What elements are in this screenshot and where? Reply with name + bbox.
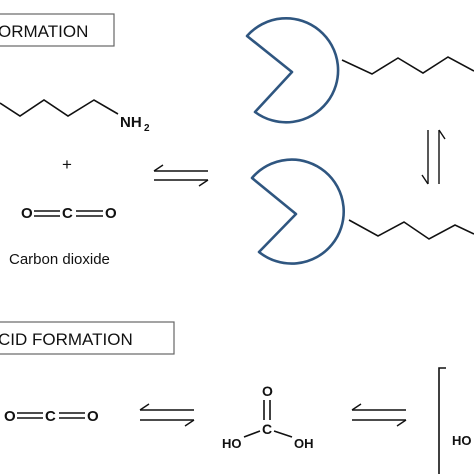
carbonic-acid-c: C [262,421,272,437]
section-header-bottom-title: CID FORMATION [0,330,133,349]
sorbent-pacman-bottom-icon [250,158,474,265]
co2-bottom-c: C [45,408,56,425]
section-header-bottom: CID FORMATION [0,321,175,355]
carbonic-acid: O C HO OH [222,383,314,451]
co2-top-c: C [62,205,73,222]
amine-molecule: NH 2 [0,99,150,134]
vertical-equilibrium-arrows-icon [421,129,446,185]
sorbent-pacman-top-icon [245,17,474,124]
co2-top-caption: Carbon dioxide [9,251,110,268]
partial-ho-label: HO [452,433,472,448]
section-header-top-title: ORMATION [0,22,88,41]
co2-bottom: O C O [4,408,99,425]
carbonic-acid-ho-left: HO [222,436,242,451]
co2-bottom-o-left: O [4,408,16,425]
section-header-top: ORMATION [0,13,115,47]
co2-top-o-right: O [105,205,117,222]
equilibrium-arrows-bottom-left-icon [139,403,195,427]
carbonic-acid-o-top: O [262,383,273,399]
equilibrium-arrows-bottom-right-icon [351,403,407,427]
amine-nh-label: NH [120,114,142,131]
section-header-top-box [0,13,115,47]
amine-alkyl-chain [0,99,119,117]
plus-sign: + [62,155,72,174]
sorbent-bottom-chain [348,219,474,240]
amine-nh-subscript: 2 [144,123,150,134]
co2-bottom-o-right: O [87,408,99,425]
equilibrium-arrows-icon [153,164,209,187]
sorbent-top-chain [341,56,474,75]
section-header-bottom-box [0,321,175,355]
co2-top-o-left: O [21,205,33,222]
bracket-icon [438,367,446,474]
carbonic-acid-oh-right: OH [294,436,314,451]
co2-top: O C O Carbon dioxide [9,205,117,268]
